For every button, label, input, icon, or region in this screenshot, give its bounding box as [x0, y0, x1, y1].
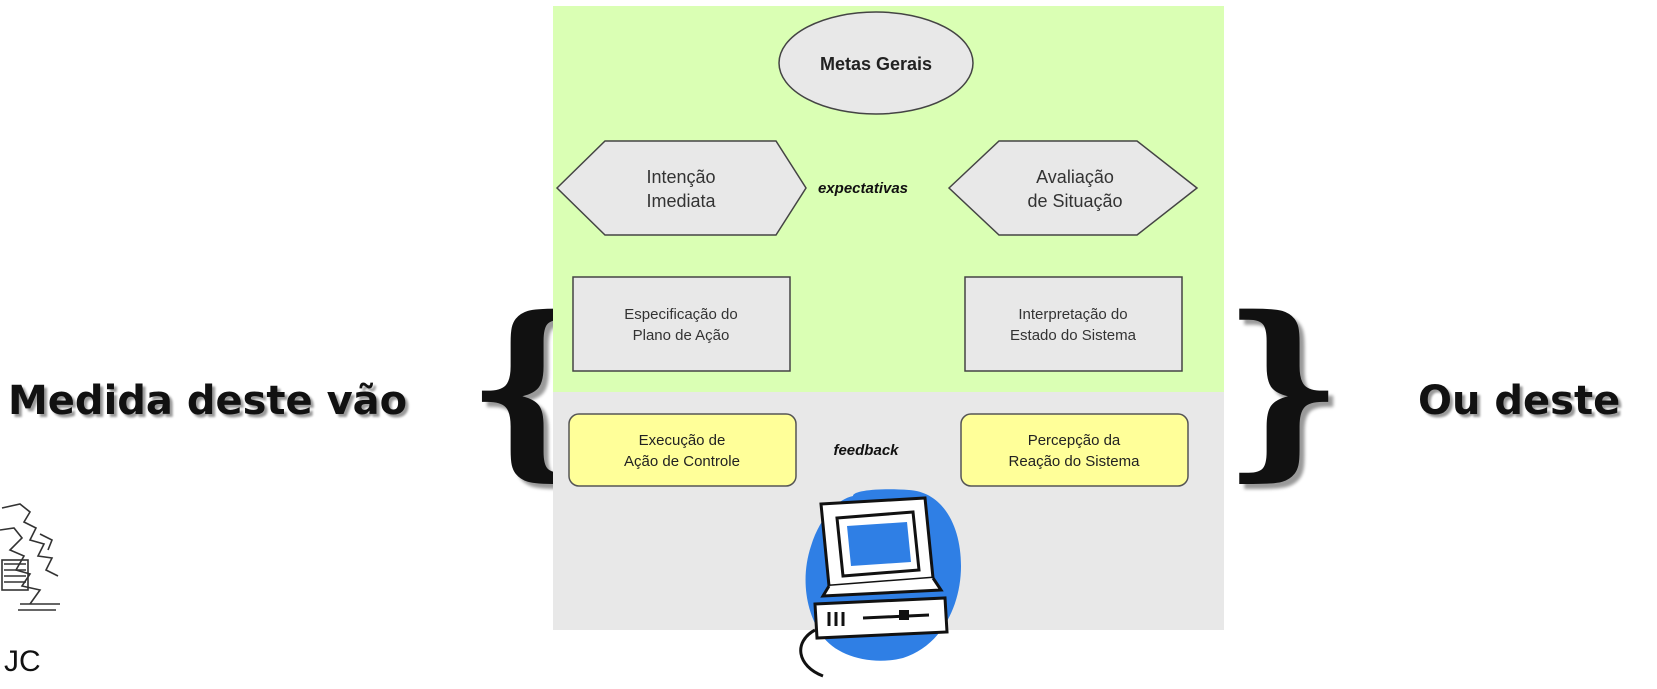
- interpretation-label-line1: Interpretação do: [1018, 306, 1127, 323]
- evaluation-label-line1: Avaliação: [1036, 167, 1114, 187]
- interpretation-label-line2: Estado do Sistema: [1010, 327, 1137, 344]
- intention-label-line1: Intenção: [646, 167, 715, 187]
- right-brace: }: [1222, 275, 1345, 498]
- computer-icon: [799, 489, 961, 678]
- feedback-label: feedback: [833, 442, 899, 459]
- evaluation-hexagon: [947, 140, 1199, 236]
- action-plan-label-line1: Especificação do: [624, 306, 737, 323]
- right-gap-label: Ou deste: [1418, 378, 1621, 424]
- diagram: Metas Gerais Intenção Imediata expectati…: [553, 6, 1224, 678]
- left-gap-label: Medida deste vão: [8, 378, 408, 424]
- expectations-label: expectativas: [818, 180, 908, 197]
- goals-label: Metas Gerais: [820, 54, 932, 74]
- perception-label-line2: Reação do Sistema: [1009, 453, 1141, 470]
- execution-label-line2: Ação de Controle: [624, 453, 740, 470]
- perception-box: [960, 413, 1189, 487]
- crest-logo-icon: JC: [0, 503, 60, 678]
- goals-ellipse: [778, 11, 974, 115]
- action-plan-label-line2: Plano de Ação: [633, 327, 730, 344]
- evaluation-label-line2: de Situação: [1027, 191, 1122, 211]
- execution-box: [568, 413, 797, 487]
- action-plan-box: [572, 276, 791, 372]
- interpretation-box: [964, 276, 1183, 372]
- intention-label-line2: Imediata: [646, 191, 716, 211]
- logo-text: JC: [4, 645, 41, 678]
- intention-hexagon: [555, 140, 807, 236]
- perception-label-line1: Percepção da: [1028, 432, 1121, 449]
- execution-label-line1: Execução de: [639, 432, 726, 449]
